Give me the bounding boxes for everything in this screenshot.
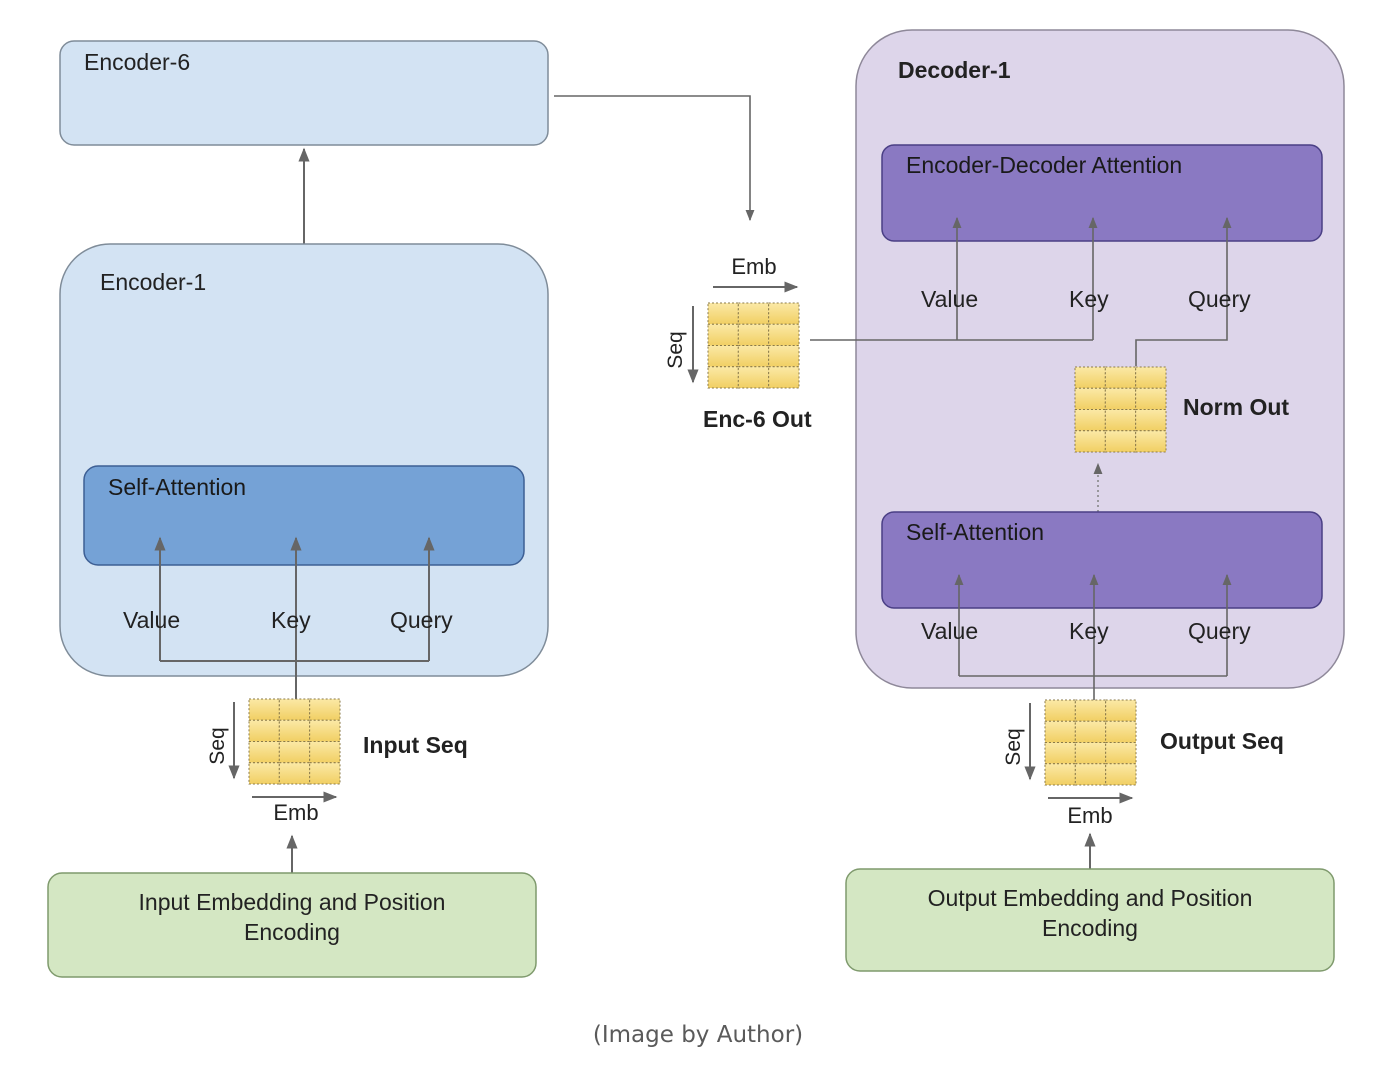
encoder-decoder-attention-title: Encoder-Decoder Attention [906, 152, 1182, 178]
enc6-out-label: Enc-6 Out [703, 406, 812, 432]
decoder-1-title: Decoder-1 [898, 57, 1011, 83]
matrix-cell [248, 762, 280, 785]
output-seq-matrix [1044, 699, 1137, 786]
matrix-cell [1135, 430, 1167, 453]
dec-cross-value-label: Value [921, 286, 978, 312]
encoder-6-title: Encoder-6 [84, 49, 190, 75]
matrix-cell [248, 698, 280, 721]
matrix-cell [1074, 763, 1107, 786]
dec-cross-query-label: Query [1188, 286, 1251, 312]
matrix-cell [737, 323, 770, 346]
matrix-cell [1074, 699, 1107, 722]
matrix-cell [1044, 742, 1076, 765]
encoder-self-attention-title: Self-Attention [108, 474, 246, 500]
matrix-cell [1135, 366, 1167, 389]
matrix-cell [1074, 387, 1106, 410]
output-seq-emb-label: Emb [1067, 803, 1112, 828]
dec-cross-key-label: Key [1069, 286, 1109, 312]
decoder-self-attention-title: Self-Attention [906, 519, 1044, 545]
output-seq-label: Output Seq [1160, 728, 1284, 754]
output-embedding-label-line2: Encoding [1042, 915, 1138, 941]
output-embedding-box: Output Embedding and Position Encoding [845, 868, 1335, 972]
matrix-cell [278, 698, 311, 721]
matrix-cell [737, 302, 770, 325]
matrix-cell [1074, 720, 1107, 743]
matrix-cell [309, 698, 341, 721]
encoder-query-label: Query [390, 607, 453, 633]
matrix-cell [1074, 366, 1106, 389]
matrix-cell [1074, 409, 1106, 432]
encoder-self-attention-box: Self-Attention [83, 465, 525, 566]
matrix-cell [278, 719, 311, 742]
matrix-cell [707, 302, 739, 325]
dec-self-value-label: Value [921, 618, 978, 644]
encoder-1-title: Encoder-1 [100, 269, 206, 295]
encoder6-to-enc6out-arrow [554, 95, 755, 222]
enc6-out-matrix [707, 302, 800, 389]
input-seq-emb-label: Emb [273, 800, 318, 825]
matrix-cell [309, 741, 341, 764]
matrix-cell [1105, 763, 1137, 786]
dec-cross-query-arrow [1135, 216, 1232, 366]
encoder-value-label: Value [123, 607, 180, 633]
encoder-decoder-attention-box: Encoder-Decoder Attention [881, 144, 1323, 242]
matrix-cell [707, 345, 739, 368]
matrix-cell [707, 323, 739, 346]
dec-self-query-label: Query [1188, 618, 1251, 644]
matrix-cell [1104, 387, 1137, 410]
decoder-self-attention-box: Self-Attention [881, 511, 1323, 609]
encoder-key-label: Key [271, 607, 311, 633]
matrix-cell [1105, 699, 1137, 722]
matrix-cell [1105, 720, 1137, 743]
matrix-cell [1104, 366, 1137, 389]
matrix-cell [1135, 409, 1167, 432]
matrix-cell [768, 345, 800, 368]
norm-out-matrix [1074, 366, 1167, 453]
matrix-cell [1074, 430, 1106, 453]
matrix-cell [248, 719, 280, 742]
matrix-cell [768, 323, 800, 346]
matrix-cell [278, 762, 311, 785]
input-embedding-label-line2: Encoding [244, 919, 340, 945]
enc6out-emb-label: Emb [731, 254, 776, 279]
input-seq-matrix [248, 698, 341, 785]
matrix-cell [768, 302, 800, 325]
matrix-cell [737, 345, 770, 368]
dec-self-key-label: Key [1069, 618, 1109, 644]
matrix-cell [768, 366, 800, 389]
output-embedding-label-line1: Output Embedding and Position [928, 885, 1253, 911]
matrix-cell [248, 741, 280, 764]
matrix-cell [1044, 720, 1076, 743]
matrix-cell [737, 366, 770, 389]
matrix-cell [707, 366, 739, 389]
matrix-cell [309, 762, 341, 785]
input-seq-label: Input Seq [363, 732, 468, 758]
matrix-cell [309, 719, 341, 742]
matrix-cell [1044, 763, 1076, 786]
norm-out-label: Norm Out [1183, 394, 1289, 420]
matrix-cell [1135, 387, 1167, 410]
input-seq-seq-label: Seq [206, 727, 229, 764]
matrix-cell [1104, 409, 1137, 432]
matrix-cell [1074, 742, 1107, 765]
image-caption: (Image by Author) [592, 1022, 804, 1048]
matrix-cell [1104, 430, 1137, 453]
input-embedding-box: Input Embedding and Position Encoding [47, 872, 537, 978]
input-embedding-label-line1: Input Embedding and Position [139, 889, 446, 915]
output-seq-seq-label: Seq [1002, 728, 1025, 765]
matrix-cell [278, 741, 311, 764]
matrix-cell [1105, 742, 1137, 765]
encoder-6-box: Encoder-6 [59, 40, 549, 146]
encoder-1-box: Encoder-1 [59, 243, 549, 677]
matrix-cell [1044, 699, 1076, 722]
enc6out-seq-label: Seq [664, 331, 687, 368]
